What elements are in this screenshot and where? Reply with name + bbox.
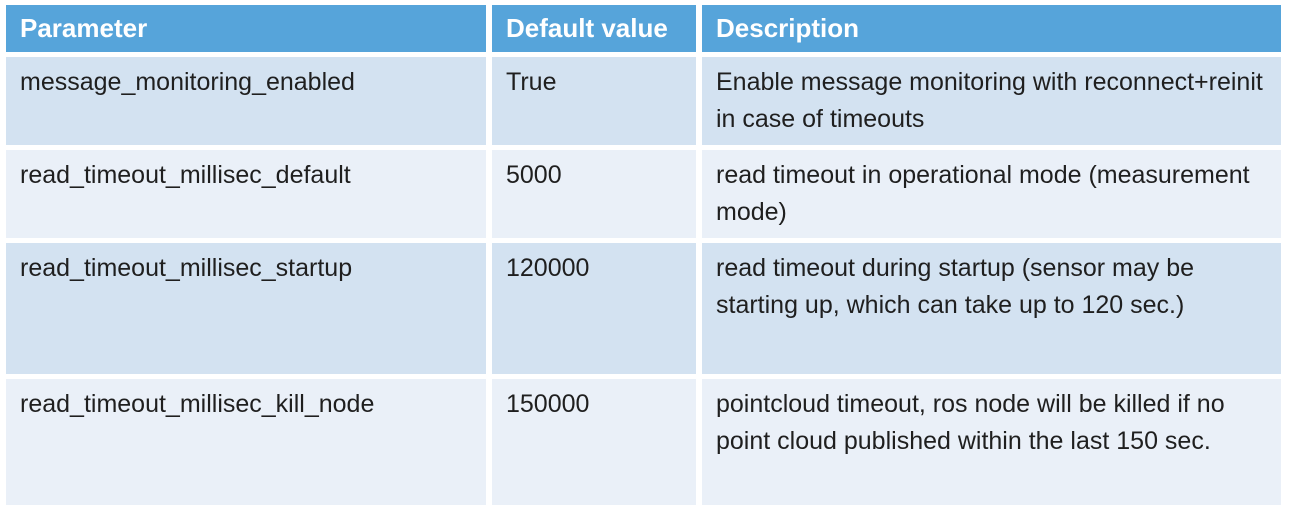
table-row: read_timeout_millisec_startup 120000 rea… bbox=[6, 243, 1281, 374]
parameter-cell: read_timeout_millisec_default bbox=[6, 150, 486, 238]
description-cell: Enable message monitoring with reconnect… bbox=[702, 57, 1281, 145]
default-value-cell: 150000 bbox=[492, 379, 696, 505]
parameter-cell: read_timeout_millisec_startup bbox=[6, 243, 486, 374]
table-header-row: Parameter Default value Description bbox=[6, 5, 1281, 52]
description-cell: pointcloud timeout, ros node will be kil… bbox=[702, 379, 1281, 505]
description-cell: read timeout during startup (sensor may … bbox=[702, 243, 1281, 374]
default-value-cell: 5000 bbox=[492, 150, 696, 238]
column-header-default-value: Default value bbox=[492, 5, 696, 52]
table-row: message_monitoring_enabled True Enable m… bbox=[6, 57, 1281, 145]
column-header-parameter: Parameter bbox=[6, 5, 486, 52]
parameter-cell: read_timeout_millisec_kill_node bbox=[6, 379, 486, 505]
column-header-description: Description bbox=[702, 5, 1281, 52]
description-cell: read timeout in operational mode (measur… bbox=[702, 150, 1281, 238]
default-value-cell: True bbox=[492, 57, 696, 145]
table-row: read_timeout_millisec_default 5000 read … bbox=[6, 150, 1281, 238]
default-value-cell: 120000 bbox=[492, 243, 696, 374]
table-row: read_timeout_millisec_kill_node 150000 p… bbox=[6, 379, 1281, 505]
parameter-cell: message_monitoring_enabled bbox=[6, 57, 486, 145]
